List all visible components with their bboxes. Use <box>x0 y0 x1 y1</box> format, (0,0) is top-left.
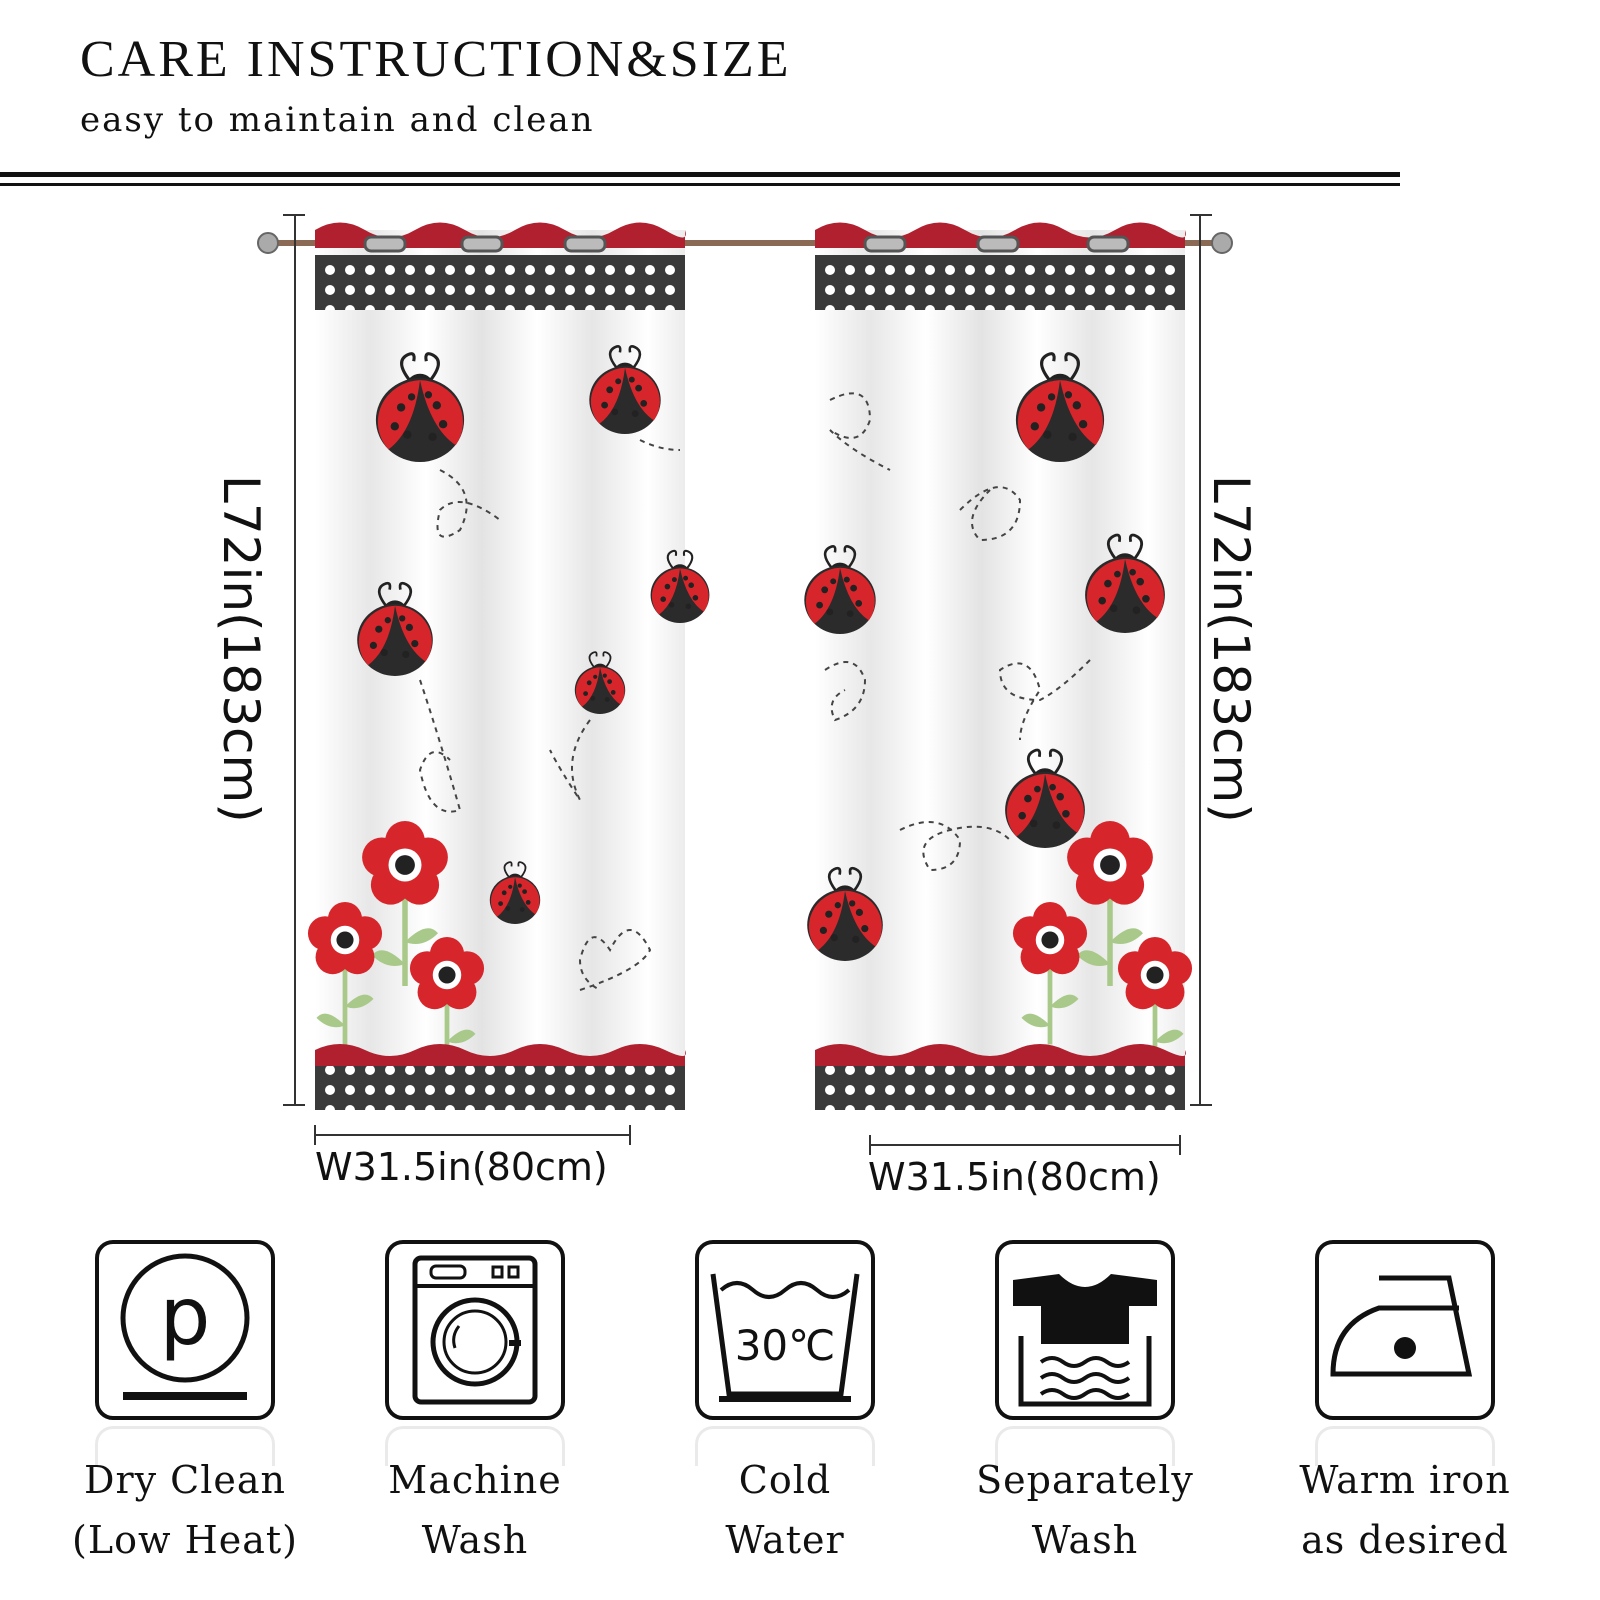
iron-icon <box>1315 1240 1495 1420</box>
curtain-panels-svg <box>257 214 1233 1155</box>
divider-thin <box>0 183 1400 186</box>
curtain-illustration: L72in(183cm) L72in(183cm) W31.5in(80cm) … <box>0 200 1600 1220</box>
page-subtitle: easy to maintain and clean <box>80 100 595 140</box>
length-label-left: L72in(183cm) <box>212 475 270 823</box>
right-curtain-panel <box>803 222 1192 1110</box>
width-label-left: W31.5in(80cm) <box>315 1145 608 1189</box>
width-label-right: W31.5in(80cm) <box>868 1155 1161 1199</box>
dry-clean-icon: p <box>95 1240 275 1420</box>
divider-thick <box>0 172 1400 177</box>
wash-tub-icon: 30℃ <box>695 1240 875 1420</box>
care-label: Dry Clean(Low Heat) <box>72 1458 298 1562</box>
svg-text:p: p <box>160 1270 211 1363</box>
washing-machine-icon <box>385 1240 565 1420</box>
length-label-right: L72in(183cm) <box>1202 475 1260 823</box>
left-curtain-panel <box>308 222 711 1110</box>
page-title: CARE INSTRUCTION&SIZE <box>80 31 792 88</box>
temperature-text: 30℃ <box>735 1321 836 1370</box>
separate-wash-icon <box>995 1240 1175 1420</box>
